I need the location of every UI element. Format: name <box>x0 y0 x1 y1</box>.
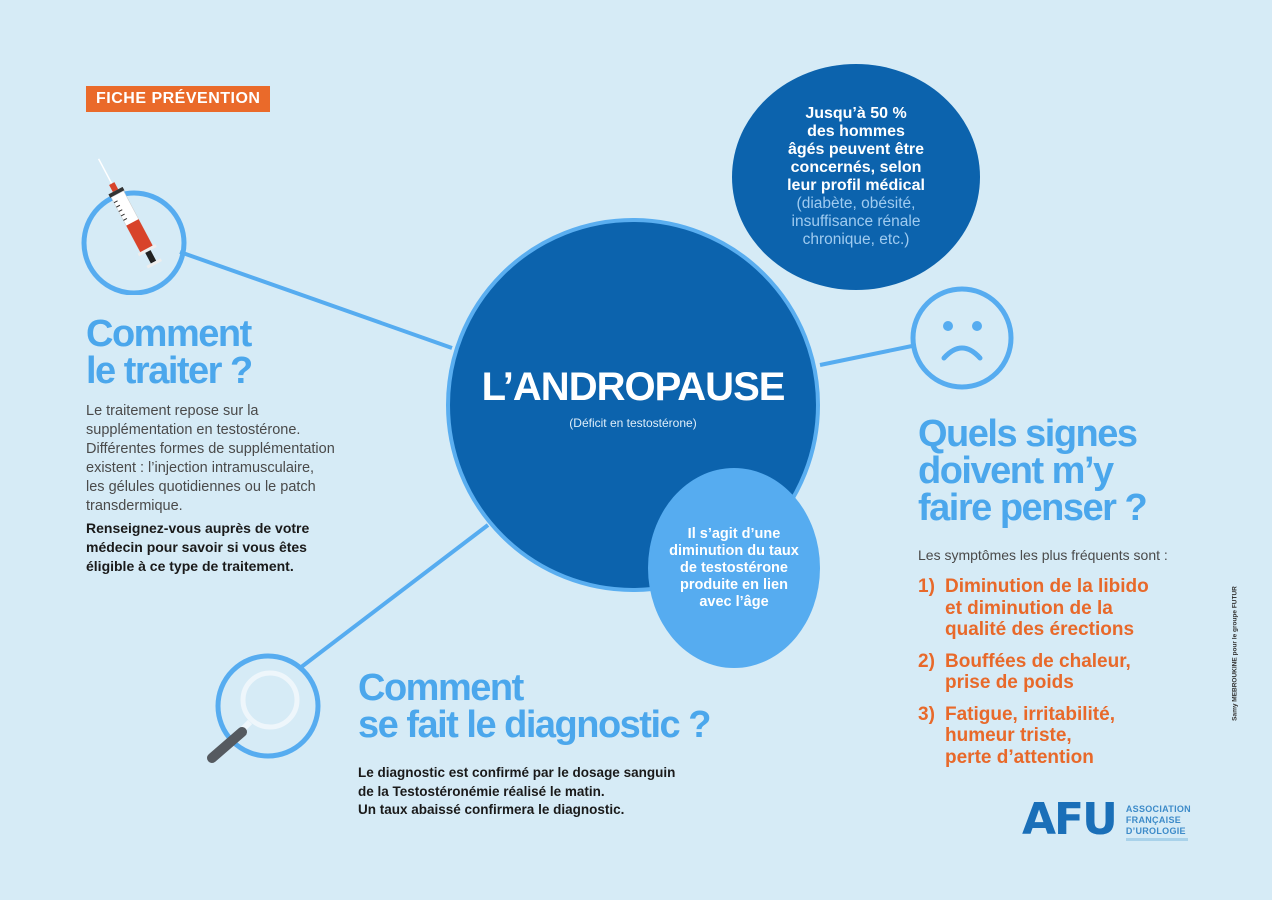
stat-line: Jusqu’à 50 % <box>805 105 907 122</box>
symptom-line: humeur triste, <box>945 725 1072 746</box>
advice-line: médecin pour savoir si vous êtes <box>86 539 307 555</box>
stat-line: des hommes <box>807 123 905 140</box>
advice-line: éligible à ce type de traitement. <box>86 558 294 574</box>
symptom-item: 2) Bouffées de chaleur, prise de poids <box>918 651 1149 694</box>
afu-logo-mark: AFU <box>1022 794 1118 845</box>
symptom-number: 2) <box>918 650 935 672</box>
fiche-prevention-badge: FICHE PRÉVENTION <box>86 86 271 112</box>
body-line: les gélules quotidiennes ou le patch <box>86 479 316 495</box>
advice-line: Renseignez-vous auprès de votre <box>86 520 310 536</box>
definition-bubble: Il s’agit d’une diminution du taux de te… <box>648 468 820 668</box>
symptom-line: Diminution de la libido <box>945 576 1149 597</box>
symptom-line: perte d’attention <box>945 746 1094 768</box>
treatment-title-line: le traiter ? <box>86 350 253 393</box>
symptom-line: qualité des érections <box>945 619 1135 640</box>
signs-title: Quels signes doivent m’y faire penser ? <box>918 413 1148 530</box>
diagnosis-title-line: se fait le diagnostic ? <box>358 704 711 747</box>
stat-line: âgés peuvent être <box>787 141 925 158</box>
diagnosis-line: de la Testostéronémie réalisé le matin. <box>358 783 605 799</box>
diagnosis-line: Le diagnostic est confirmé par le dosage… <box>358 765 676 780</box>
symptom-item: 1) Diminution de la libido et diminution… <box>918 576 1149 641</box>
magnifier-icon <box>200 650 330 770</box>
definition-line: produite en lien <box>680 576 788 593</box>
afu-line: FRANÇAISE <box>1125 814 1182 825</box>
symptom-line: et diminution de la <box>945 597 1113 619</box>
symptom-list: 1) Diminution de la libido et diminution… <box>918 576 1149 778</box>
definition-line: de testostérone <box>680 559 788 576</box>
diagnosis-title: Comment se fait le diagnostic ? <box>358 667 711 747</box>
afu-line: ASSOCIATION <box>1125 803 1191 814</box>
stat-detail-line: chronique, etc.) <box>802 231 910 248</box>
symptom-item: 3) Fatigue, irritabilité, humeur triste,… <box>918 704 1149 769</box>
syringe-icon <box>78 145 218 296</box>
author-credit: Samy MEBROUKINE pour le groupe FUTUR <box>1231 586 1239 721</box>
afu-logo: AFU ASSOCIATION FRANÇAISE D’UROLOGIE <box>1022 794 1191 845</box>
symptom-line: Bouffées de chaleur, <box>945 650 1131 672</box>
signs-title-line: faire penser ? <box>918 487 1148 530</box>
symptom-line: prise de poids <box>945 672 1074 693</box>
treatment-advice: Renseignez-vous auprès de votre médecin … <box>86 519 346 576</box>
diagnosis-body: Le diagnostic est confirmé par le dosage… <box>358 764 675 820</box>
main-title: L’ANDROPAUSE <box>481 364 786 409</box>
andropause-circle: L’ANDROPAUSE (Déficit en testostérone) <box>446 218 820 592</box>
symptom-number: 1) <box>918 576 935 597</box>
sad-face-icon <box>908 284 1018 394</box>
symptom-line: Fatigue, irritabilité, <box>945 703 1115 725</box>
diagnosis-line: Un taux abaissé confirmera le diagnostic… <box>358 802 625 817</box>
main-subtitle: (Déficit en testostérone) <box>569 415 697 430</box>
stat-detail-line: insuffisance rénale <box>791 213 921 230</box>
treatment-body: Le traitement repose sur la supplémentat… <box>86 402 346 516</box>
signs-intro: Les symptômes les plus fréquents sont : <box>918 547 1168 563</box>
stat-bubble: Jusqu’à 50 % des hommes âgés peuvent êtr… <box>732 64 980 290</box>
afu-logo-text: ASSOCIATION FRANÇAISE D’UROLOGIE <box>1126 804 1191 837</box>
definition-line: avec l’âge <box>699 593 769 610</box>
body-line: existent : l’injection intramusculaire, <box>86 460 315 476</box>
treatment-title: Comment le traiter ? <box>86 313 253 393</box>
body-line: Le traitement repose sur la <box>86 403 259 419</box>
definition-line: Il s’agit d’une <box>687 525 781 542</box>
stat-line: concernés, selon <box>790 159 922 176</box>
signs-title-line: Quels signes <box>918 413 1138 455</box>
definition-line: diminution du taux <box>669 542 799 559</box>
stat-detail-line: (diabète, obésité, <box>796 195 916 212</box>
diagnosis-title-line: Comment <box>358 667 524 709</box>
body-line: Différentes formes de supplémentation <box>86 441 335 457</box>
stat-line: leur profil médical <box>787 177 925 194</box>
signs-title-line: doivent m’y <box>918 450 1114 493</box>
treatment-title-line: Comment <box>86 313 252 355</box>
symptom-number: 3) <box>918 703 935 725</box>
logo-divider <box>1126 838 1188 841</box>
body-line: transdermique. <box>86 498 183 514</box>
afu-line: D’UROLOGIE <box>1125 825 1186 836</box>
body-line: supplémentation en testostérone. <box>86 422 301 438</box>
